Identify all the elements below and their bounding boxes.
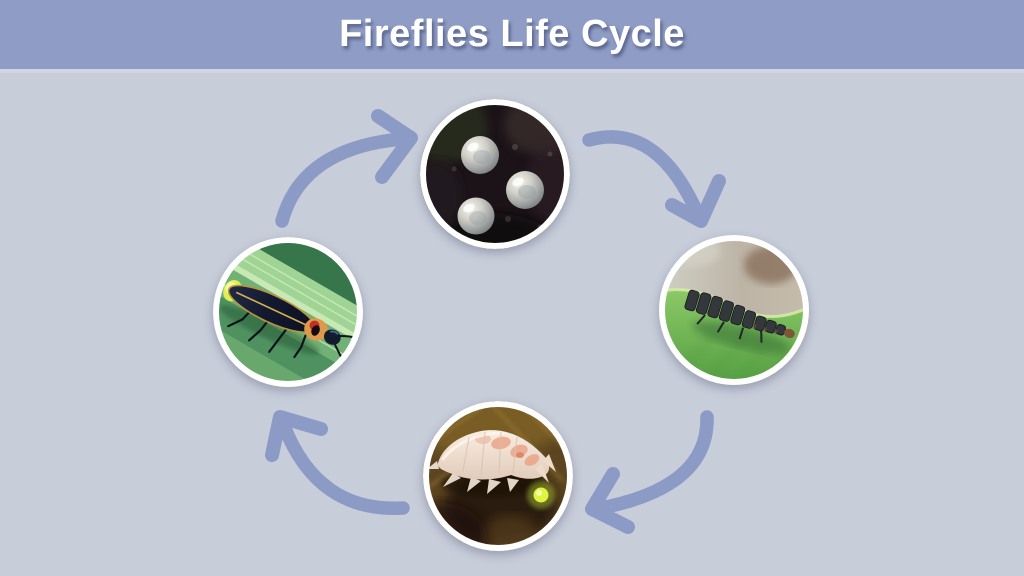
arrow-pupa-to-adult-icon bbox=[265, 410, 410, 515]
stage-circle-larva bbox=[659, 235, 809, 385]
adult-firefly-photo bbox=[213, 237, 363, 387]
firefly-larva-photo bbox=[659, 235, 809, 385]
firefly-eggs-photo bbox=[420, 99, 570, 249]
arrow-larva-to-pupa-icon bbox=[585, 410, 714, 534]
header-bar: Fireflies Life Cycle bbox=[0, 0, 1024, 73]
arrow-eggs-to-larva-icon bbox=[582, 130, 726, 228]
stage-circle-pupa bbox=[423, 401, 573, 551]
stage-circle-eggs bbox=[420, 99, 570, 249]
arrow-adult-to-eggs-icon bbox=[275, 109, 418, 228]
firefly-pupa-photo bbox=[423, 401, 573, 551]
page-title: Fireflies Life Cycle bbox=[339, 13, 685, 55]
stage-circle-adult bbox=[213, 237, 363, 387]
